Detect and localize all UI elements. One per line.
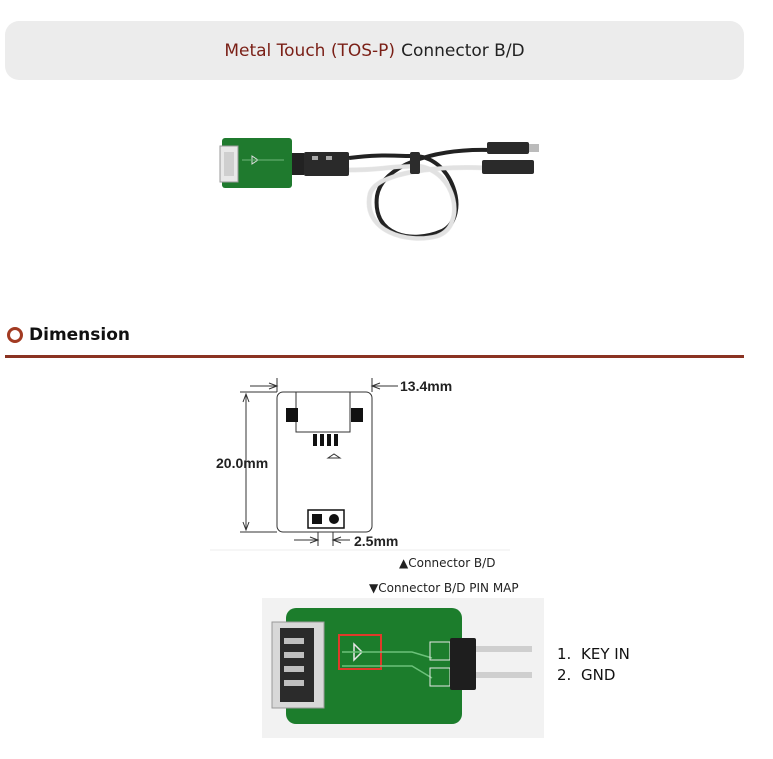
section-divider [5,355,744,358]
pin-label: KEY IN [581,645,630,663]
pin-row: 2. GND [557,665,630,686]
section-title: Dimension [29,325,131,345]
pinmap-photo [262,598,544,738]
pin-label: GND [581,666,616,684]
title-main: Connector B/D [401,40,525,61]
title-bar: Metal Touch (TOS-P) Connector B/D [5,21,744,80]
section-header: Dimension [7,322,130,348]
dimension-drawing: 13.4mm 20.0mm 2.5mm [210,378,510,551]
pin-row: 1. KEY IN [557,644,630,665]
ring-bullet-icon [7,327,23,343]
pinmap-caption: ▼Connector B/D PIN MAP [369,581,519,595]
pcb-board [222,138,292,188]
pin-number: 2. [557,666,572,684]
pin-list: 1. KEY IN 2. GND [557,644,630,686]
width-label: 13.4mm [400,378,452,394]
height-label: 20.0mm [216,455,268,471]
pitch-label: 2.5mm [354,533,398,549]
board-outline [276,391,373,533]
product-photo [219,138,539,241]
board-caption: ▲Connector B/D [399,556,496,570]
pin-number: 1. [557,645,572,663]
title-accent: Metal Touch (TOS-P) [224,40,396,61]
